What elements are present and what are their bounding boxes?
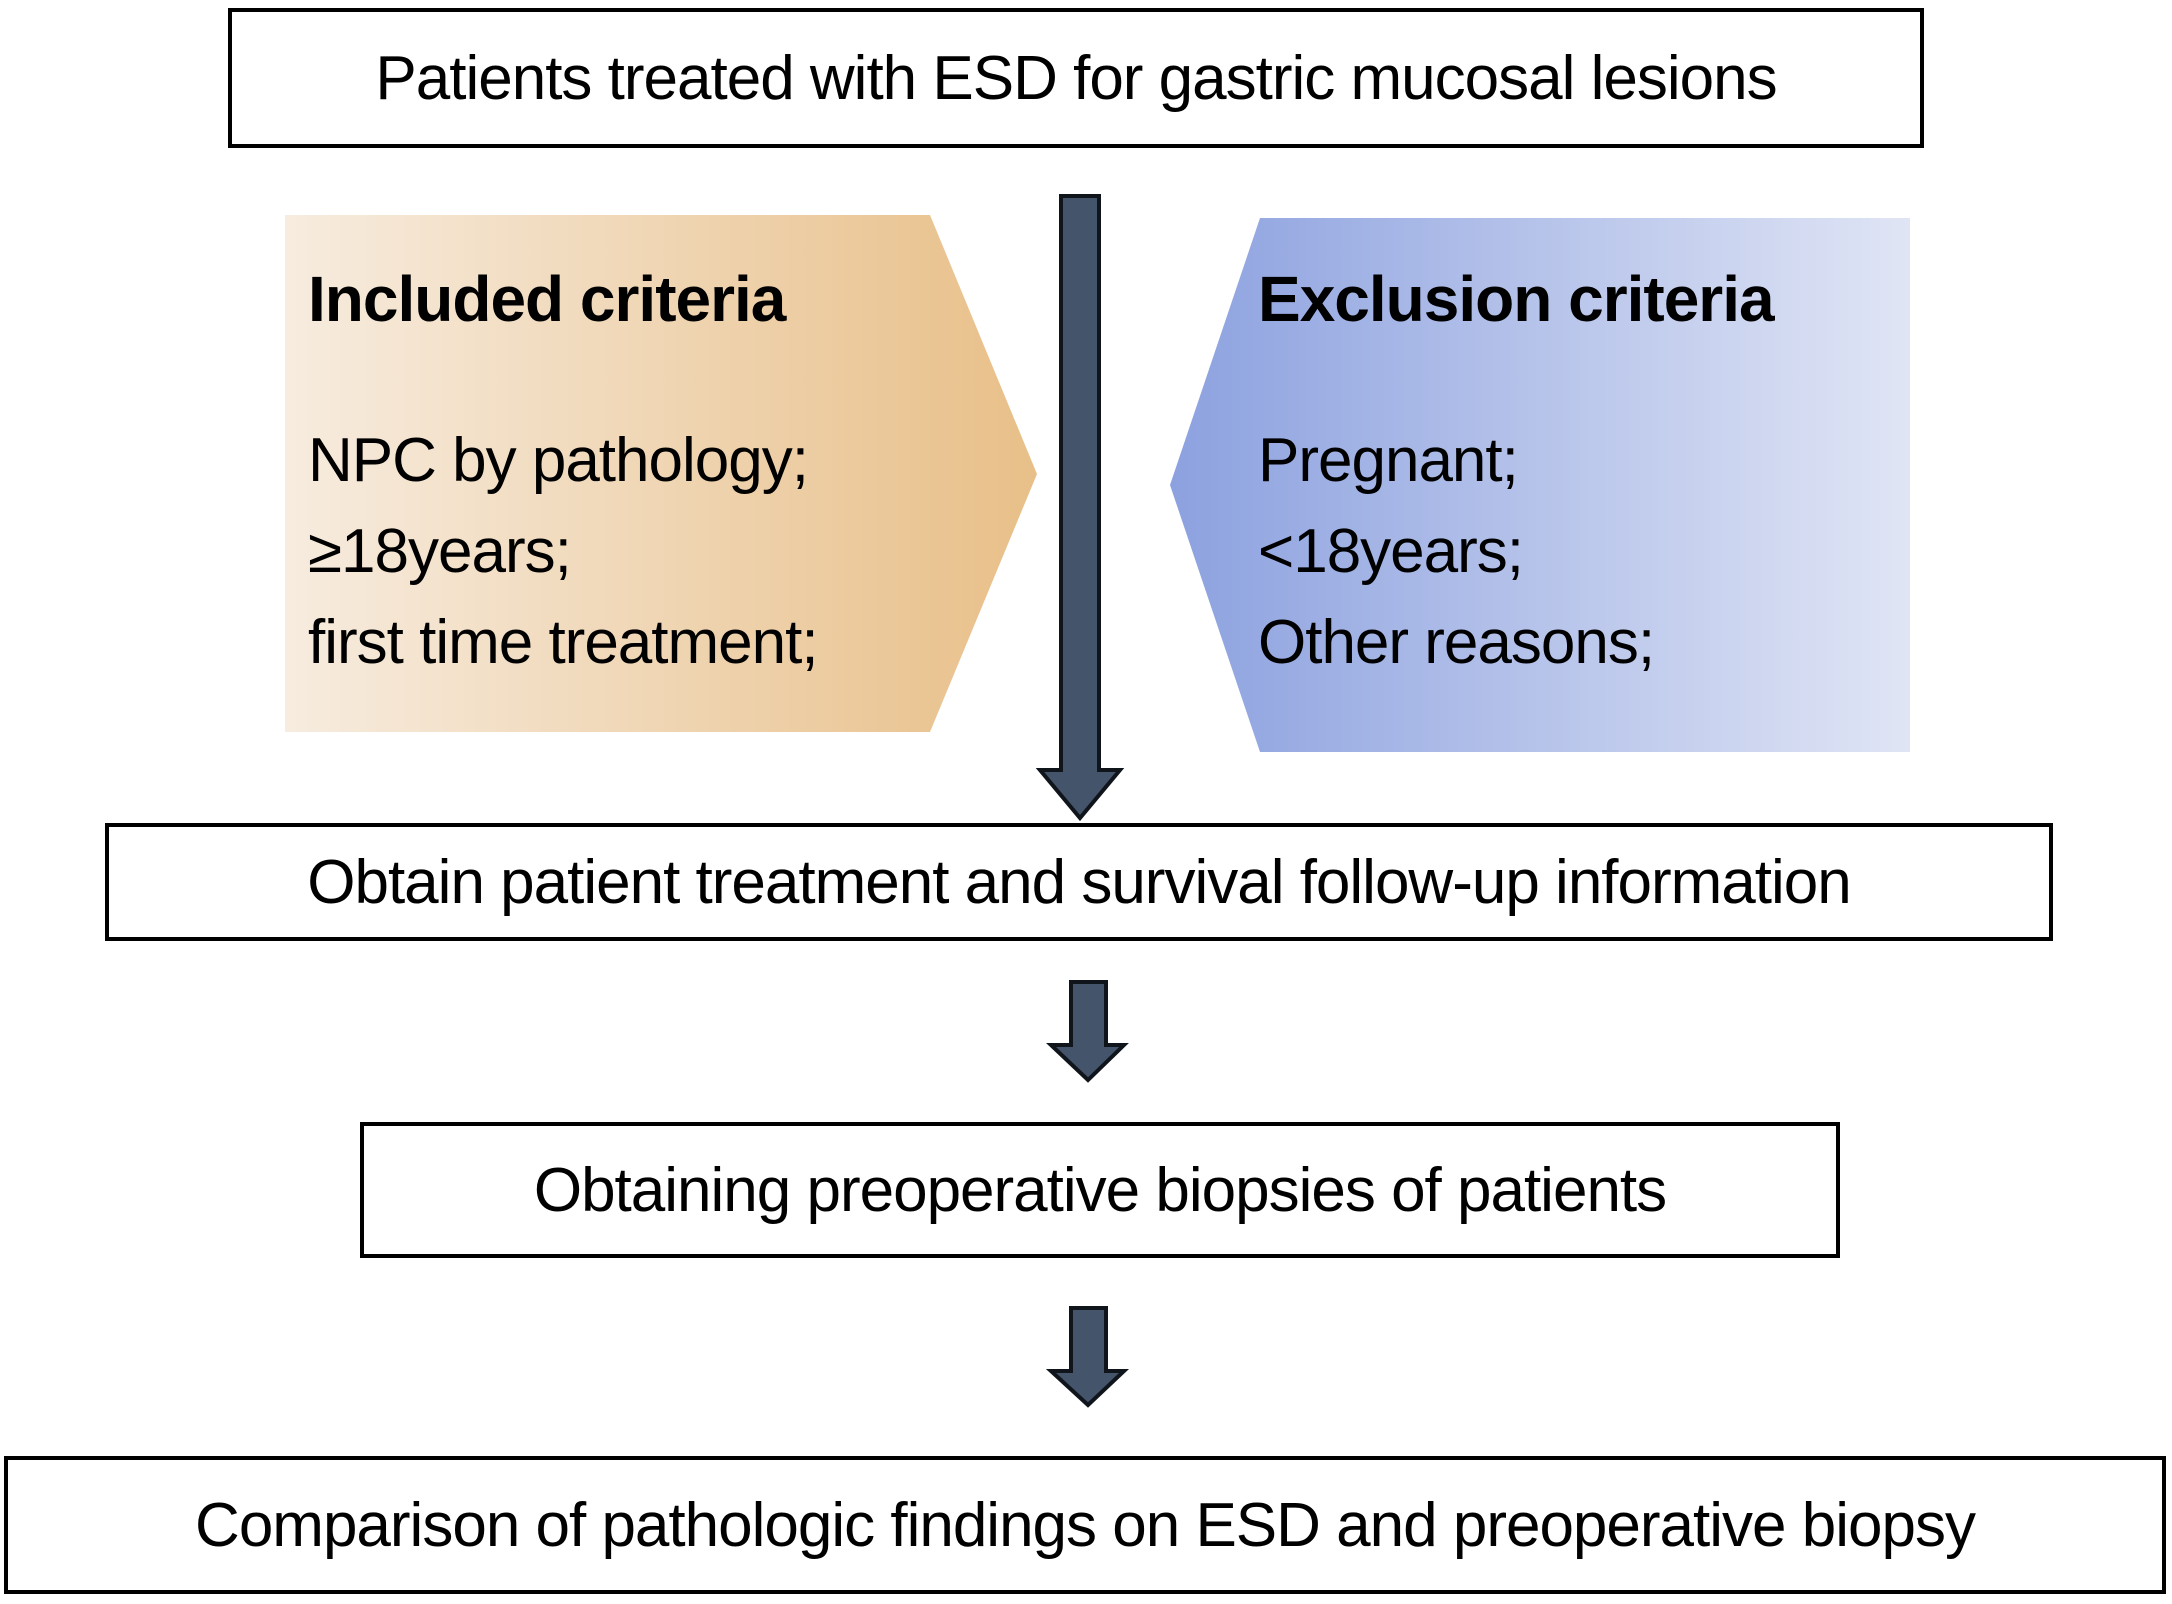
included-criteria-arrow-shape <box>285 215 1037 732</box>
down-arrow-1-icon <box>1051 982 1124 1080</box>
down-arrow-2-icon <box>1051 1308 1124 1405</box>
biopsy-box: Obtaining preoperative biopsies of patie… <box>360 1122 1840 1258</box>
top-box: Patients treated with ESD for gastric mu… <box>228 8 1924 148</box>
down-arrow-1-outline <box>1045 980 1129 1083</box>
included-criteria-title: Included criteria <box>308 263 786 335</box>
exclusion-criteria-item: Other reasons; <box>1258 608 1655 677</box>
exclusion-criteria-items: Pregnant; <18years; Other reasons; <box>1258 415 1655 688</box>
exclusion-criteria-item: <18years; <box>1258 517 1524 586</box>
followup-box: Obtain patient treatment and survival fo… <box>105 823 2053 941</box>
included-criteria-item: first time treatment; <box>308 608 819 677</box>
main-down-arrow-outline <box>1035 194 1125 822</box>
included-criteria-item: ≥18years; <box>308 517 572 586</box>
comparison-box: Comparison of pathologic findings on ESD… <box>4 1456 2166 1594</box>
exclusion-criteria-item: Pregnant; <box>1258 426 1519 495</box>
exclusion-criteria-arrow-shape <box>1170 218 1910 752</box>
biopsy-box-label: Obtaining preoperative biopsies of patie… <box>533 1155 1667 1225</box>
included-criteria-items: NPC by pathology; ≥18years; first time t… <box>308 415 819 688</box>
exclusion-criteria-title: Exclusion criteria <box>1258 263 1775 335</box>
main-down-arrow-icon <box>1040 196 1120 818</box>
down-arrow-2-outline <box>1045 1306 1130 1408</box>
top-box-label: Patients treated with ESD for gastric mu… <box>375 43 1777 113</box>
comparison-box-label: Comparison of pathologic findings on ESD… <box>195 1490 1976 1560</box>
included-criteria-item: NPC by pathology; <box>308 426 809 495</box>
followup-box-label: Obtain patient treatment and survival fo… <box>307 847 1851 917</box>
